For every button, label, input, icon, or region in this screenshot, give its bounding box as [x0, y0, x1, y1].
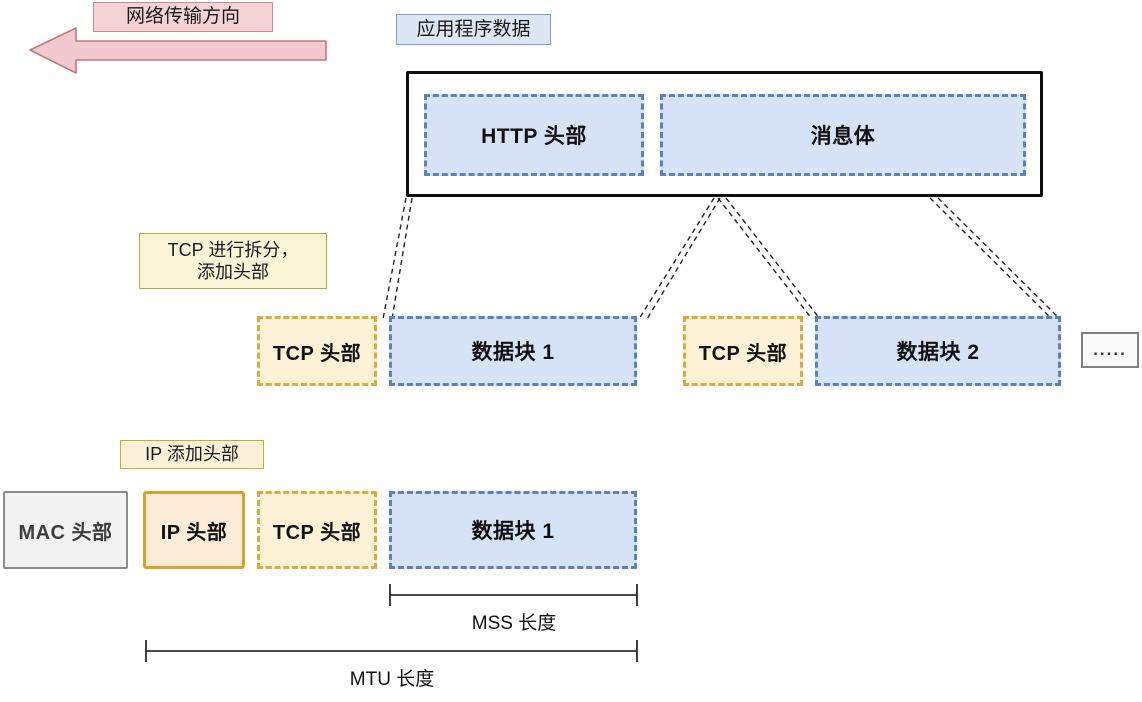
data-block-box-2: 数据块 2: [815, 316, 1061, 386]
more-segments-label: .....: [1093, 340, 1127, 359]
ip-row-data-block-label: 数据块 1: [471, 520, 555, 543]
label-network-direction-text: 网络传输方向: [125, 6, 240, 28]
mss-measure-label: MSS 长度: [389, 608, 639, 635]
ip-row-tcp-header-box: TCP 头部: [257, 491, 377, 569]
mac-header-box: MAC 头部: [3, 491, 128, 569]
label-application-data-text: 应用程序数据: [416, 18, 531, 40]
mac-header-label: MAC 头部: [18, 521, 113, 544]
data-block-1-label: 数据块 1: [471, 341, 555, 364]
label-ip-add-header-text: IP 添加头部: [145, 444, 239, 465]
label-network-direction: 网络传输方向: [93, 2, 273, 32]
mtu-measure-text: MTU 长度: [349, 669, 435, 690]
data-block-2-label: 数据块 2: [896, 341, 980, 364]
tcp-header-2-label: TCP 头部: [698, 342, 788, 365]
message-body-label: 消息体: [810, 125, 876, 148]
label-tcp-split: TCP 进行拆分， 添加头部: [139, 233, 327, 289]
mtu-measure-bracket: [145, 640, 638, 662]
label-ip-add-header: IP 添加头部: [120, 440, 264, 469]
ip-header-label: IP 头部: [160, 521, 228, 544]
tcp-header-box-2: TCP 头部: [683, 316, 803, 386]
network-direction-arrow: [29, 27, 327, 74]
message-body-box: 消息体: [660, 94, 1026, 176]
http-header-box: HTTP 头部: [424, 94, 644, 176]
tcp-header-box-1: TCP 头部: [257, 316, 377, 386]
ip-row-data-block-box: 数据块 1: [389, 491, 637, 569]
ip-header-box: IP 头部: [143, 491, 245, 569]
mtu-measure-label: MTU 长度: [145, 664, 639, 691]
data-block-box-1: 数据块 1: [389, 316, 637, 386]
label-tcp-split-text: TCP 进行拆分， 添加头部: [167, 239, 299, 283]
label-application-data: 应用程序数据: [396, 14, 551, 45]
ip-row-tcp-header-label: TCP 头部: [272, 521, 362, 544]
mss-measure-text: MSS 长度: [471, 613, 557, 634]
mss-measure-bracket: [389, 584, 638, 606]
more-segments-box: .....: [1081, 332, 1139, 368]
tcp-header-1-label: TCP 头部: [272, 342, 362, 365]
http-header-label: HTTP 头部: [481, 125, 587, 148]
